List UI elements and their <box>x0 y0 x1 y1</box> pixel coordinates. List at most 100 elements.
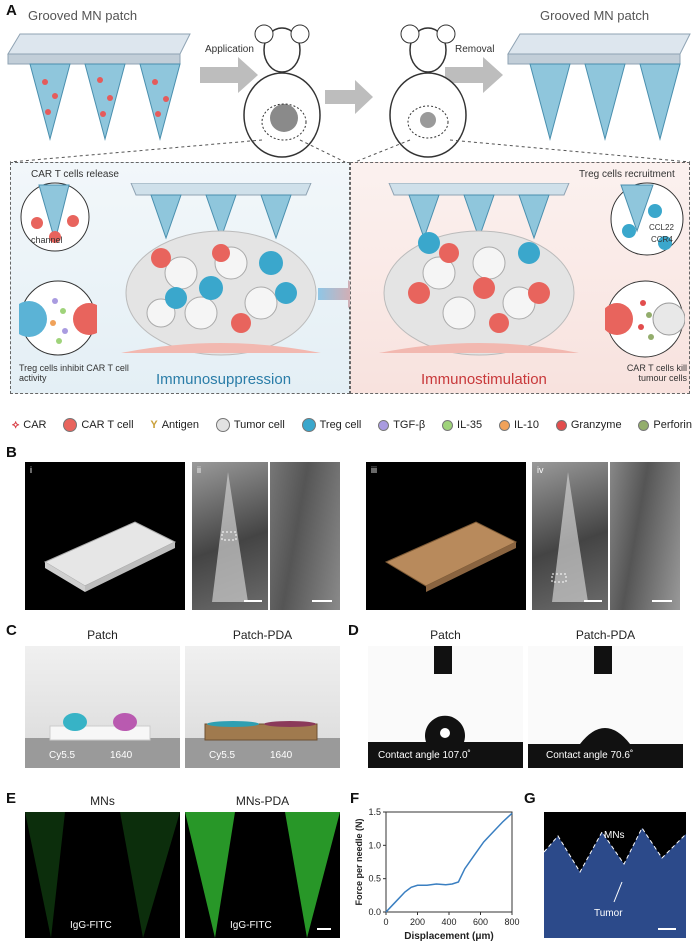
panel-c-left-title: Patch <box>87 628 118 642</box>
x-tick-label: 400 <box>441 917 456 927</box>
treg-cell-icon <box>301 418 316 432</box>
legend-item-il10: IL-10 <box>498 418 539 432</box>
removal-label: Removal <box>455 44 495 55</box>
legend-item-car: ⟡CAR <box>12 418 47 432</box>
panel-g-label: G <box>524 790 536 807</box>
y-axis-label: Force per needle (N) <box>354 818 364 905</box>
middle-arrow-icon <box>325 80 373 114</box>
tumor-cell-icon <box>215 418 230 432</box>
patch-pda-droplet-photo: Cy5.5 1640 <box>185 646 340 768</box>
mns-label: MNs <box>604 830 625 841</box>
x-tick-label: 0 <box>383 917 388 927</box>
y-tick-label: 0.0 <box>368 907 381 917</box>
immunosuppression-box: CAR T cells release channel Treg cells i… <box>10 162 350 394</box>
legend-item-car-t: CAR T cell <box>63 418 134 432</box>
mns-pda-fluorescence-image: IgG-FITC <box>185 812 340 938</box>
channel-label: channel <box>31 235 63 245</box>
panel-e-label: E <box>6 790 17 807</box>
immunostimulation-box: Treg cells recruitment CCL22 CCR4 CAR T … <box>350 162 690 394</box>
sem-image-ii: ii <box>192 462 268 610</box>
panel-f-label: F <box>350 790 360 807</box>
patch-right-title: Grooved MN patch <box>540 8 650 23</box>
scale-bar <box>652 600 672 602</box>
recruitment-callout <box>610 182 684 256</box>
panel-c-right-title: Patch-PDA <box>232 628 293 642</box>
scale-bar <box>317 928 331 930</box>
mns-fluorescence-image: IgG-FITC <box>25 812 180 938</box>
ccl22-label: CCL22 <box>649 223 674 232</box>
panel-d-right-title: Patch-PDA <box>575 628 636 642</box>
removal-arrow-icon <box>445 57 503 93</box>
panel-e-left-title: MNs <box>90 794 115 808</box>
left-mn-patch-illustration <box>7 33 191 141</box>
kill-tumour-label: CAR T cells kill tumour cells <box>626 363 687 384</box>
contact-angle-patch: Contact angle 107.0˚ <box>378 750 471 761</box>
immunostimulation-title: Immunostimulation <box>421 371 547 388</box>
legend-item-perforin: Perforin <box>638 418 692 432</box>
panel-e-right-title: MNs-PDA <box>235 794 290 808</box>
treg-inhibit-label: Treg cells inhibit CAR T cell activity <box>19 363 129 384</box>
legend-item-tgf: TGF-β <box>378 418 425 432</box>
perforin-dot-icon <box>638 419 650 431</box>
patch-contact-angle-photo: Contact angle 107.0˚ <box>368 646 523 768</box>
il10-dot-icon <box>498 419 510 431</box>
treg-inhibit-callout <box>19 280 97 356</box>
application-arrow-icon <box>200 57 258 93</box>
patch-photo-i: i <box>25 462 185 610</box>
sem-image-iv: iv <box>532 462 608 610</box>
scale-bar <box>244 600 262 602</box>
panel-d-label: D <box>348 622 359 639</box>
legend-item-treg: Treg cell <box>301 418 361 432</box>
y-tick-label: 1.0 <box>368 840 381 850</box>
left-tumor-illustration <box>121 183 321 356</box>
panel-d-left-title: Patch <box>430 628 461 642</box>
force-curve <box>385 812 513 913</box>
pda-contact-angle-photo: Contact angle 70.6˚ <box>528 646 683 768</box>
granzyme-dot-icon <box>555 419 567 431</box>
legend-item-il35: IL-35 <box>442 418 482 432</box>
right-tumor-illustration <box>379 183 579 356</box>
car-receptor-icon: ⟡ <box>12 418 20 431</box>
scale-bar <box>584 600 602 602</box>
tumor-section-image: MNs Tumor <box>544 812 686 938</box>
tumor-label: Tumor <box>594 908 623 919</box>
application-label: Application <box>205 44 254 55</box>
right-mn-patch-illustration <box>507 33 691 141</box>
mouse-right-icon <box>389 24 467 158</box>
scale-bar <box>658 928 676 930</box>
media-droplet <box>113 713 137 731</box>
panel-b-label: B <box>6 444 17 461</box>
plot-frame <box>385 811 513 913</box>
immunosuppression-title: Immunosuppression <box>156 371 292 388</box>
y-tick-label: 1.5 <box>368 807 381 817</box>
sem-zoom-ii <box>270 462 340 610</box>
white-patch-image <box>43 521 177 592</box>
treg-recruitment-label: Treg cells recruitment <box>579 169 675 180</box>
il35-dot-icon <box>442 419 454 431</box>
y-tick-label: 0.5 <box>368 874 381 884</box>
channel-callout <box>20 182 90 252</box>
kill-tumour-callout <box>605 280 685 358</box>
antigen-icon: Y <box>150 419 158 431</box>
panel-a-label: A <box>6 2 17 19</box>
car-t-release-label: CAR T cells release <box>31 169 119 180</box>
x-tick-label: 200 <box>410 917 425 927</box>
cy55-droplet <box>63 713 87 731</box>
panel-c-label: C <box>6 622 17 639</box>
contact-angle-pda: Contact angle 70.6˚ <box>546 750 634 761</box>
x-axis-label: Displacement (μm) <box>404 931 493 942</box>
legend-item-granzyme: Granzyme <box>555 418 622 432</box>
patch-left-title: Grooved MN patch <box>28 8 138 23</box>
ccr4-label: CCR4 <box>651 235 673 244</box>
sem-zoom-iv <box>610 462 680 610</box>
x-tick-label: 600 <box>473 917 488 927</box>
zoom-guide-lines <box>9 139 691 163</box>
legend-item-tumor: Tumor cell <box>215 418 285 432</box>
mouse-left-icon <box>243 24 321 158</box>
x-tick-label: 800 <box>504 917 519 927</box>
tgf-dot-icon <box>378 419 390 431</box>
scale-bar <box>312 600 332 602</box>
